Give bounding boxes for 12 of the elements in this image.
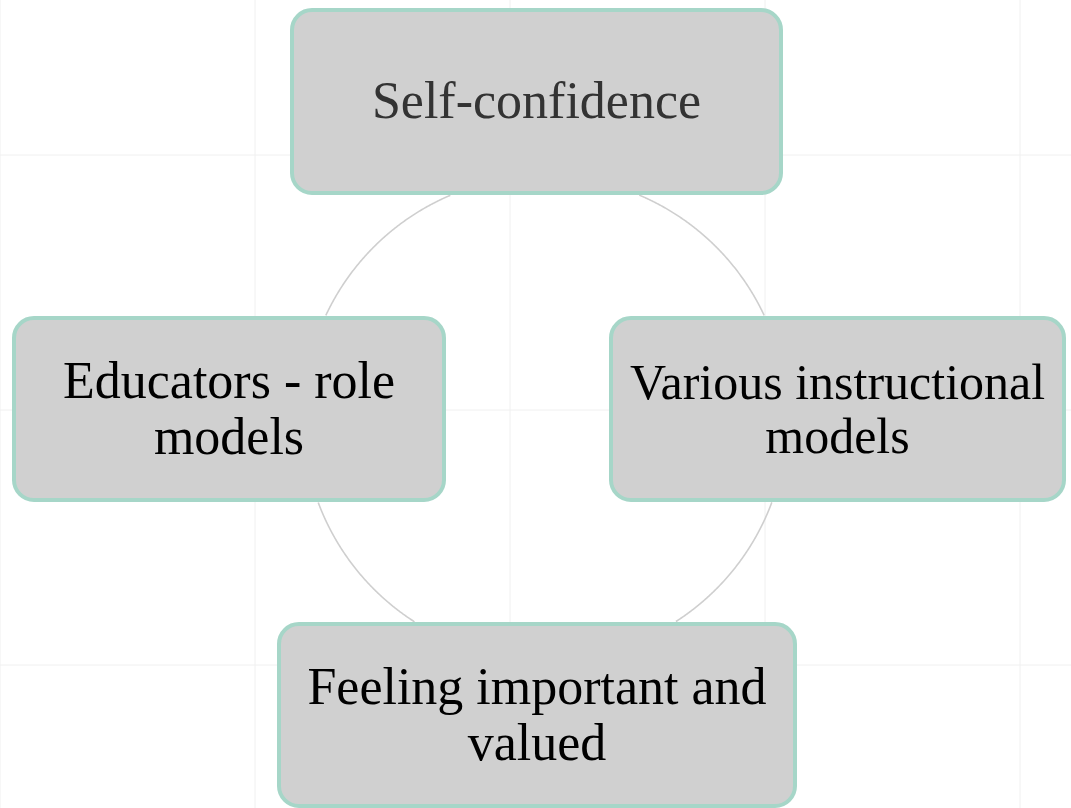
process-box	[609, 316, 1066, 502]
cycle-arc	[325, 194, 452, 317]
node-label: Feeling important and valued	[306, 658, 768, 772]
node-label: Educators - role models	[61, 352, 397, 466]
cycle-arc	[317, 501, 416, 623]
process-box	[12, 316, 446, 502]
process-box	[277, 622, 797, 808]
cycle-arc	[675, 501, 773, 623]
process-box	[290, 8, 783, 195]
node-label: Various instructional models	[628, 355, 1047, 463]
cycle-arc	[638, 194, 765, 317]
node-label: Self-confidence	[370, 73, 703, 130]
